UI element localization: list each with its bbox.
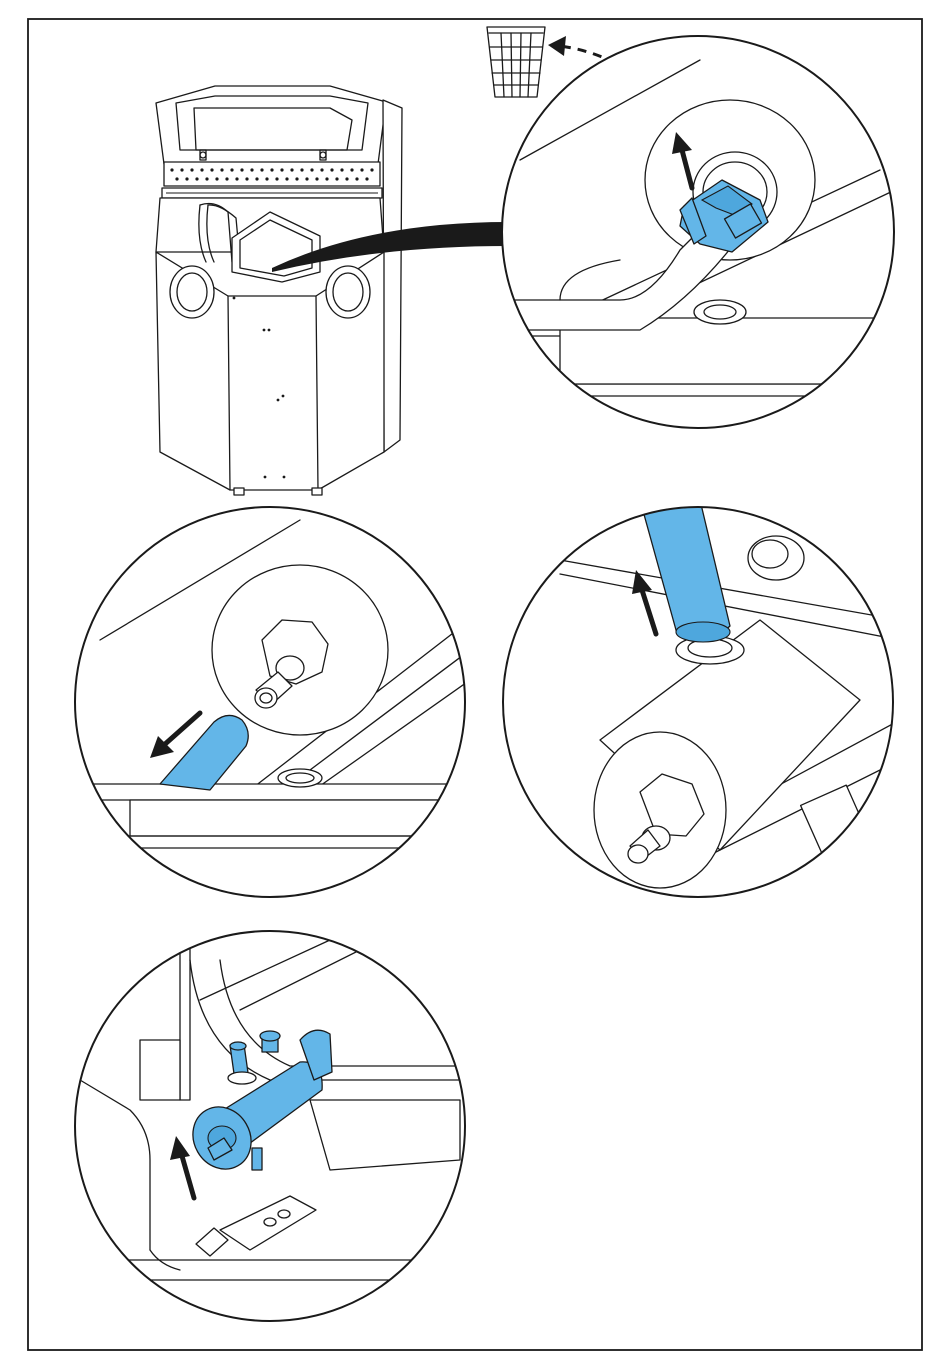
detail-circle-4 — [75, 900, 465, 1321]
waste-basket-icon — [487, 27, 545, 97]
detail-circle-1 — [500, 36, 900, 428]
dispose-arrowhead — [548, 36, 566, 56]
machine-overview — [156, 86, 402, 495]
detail-circle-3 — [503, 500, 900, 897]
detail-circle-2 — [75, 507, 480, 897]
